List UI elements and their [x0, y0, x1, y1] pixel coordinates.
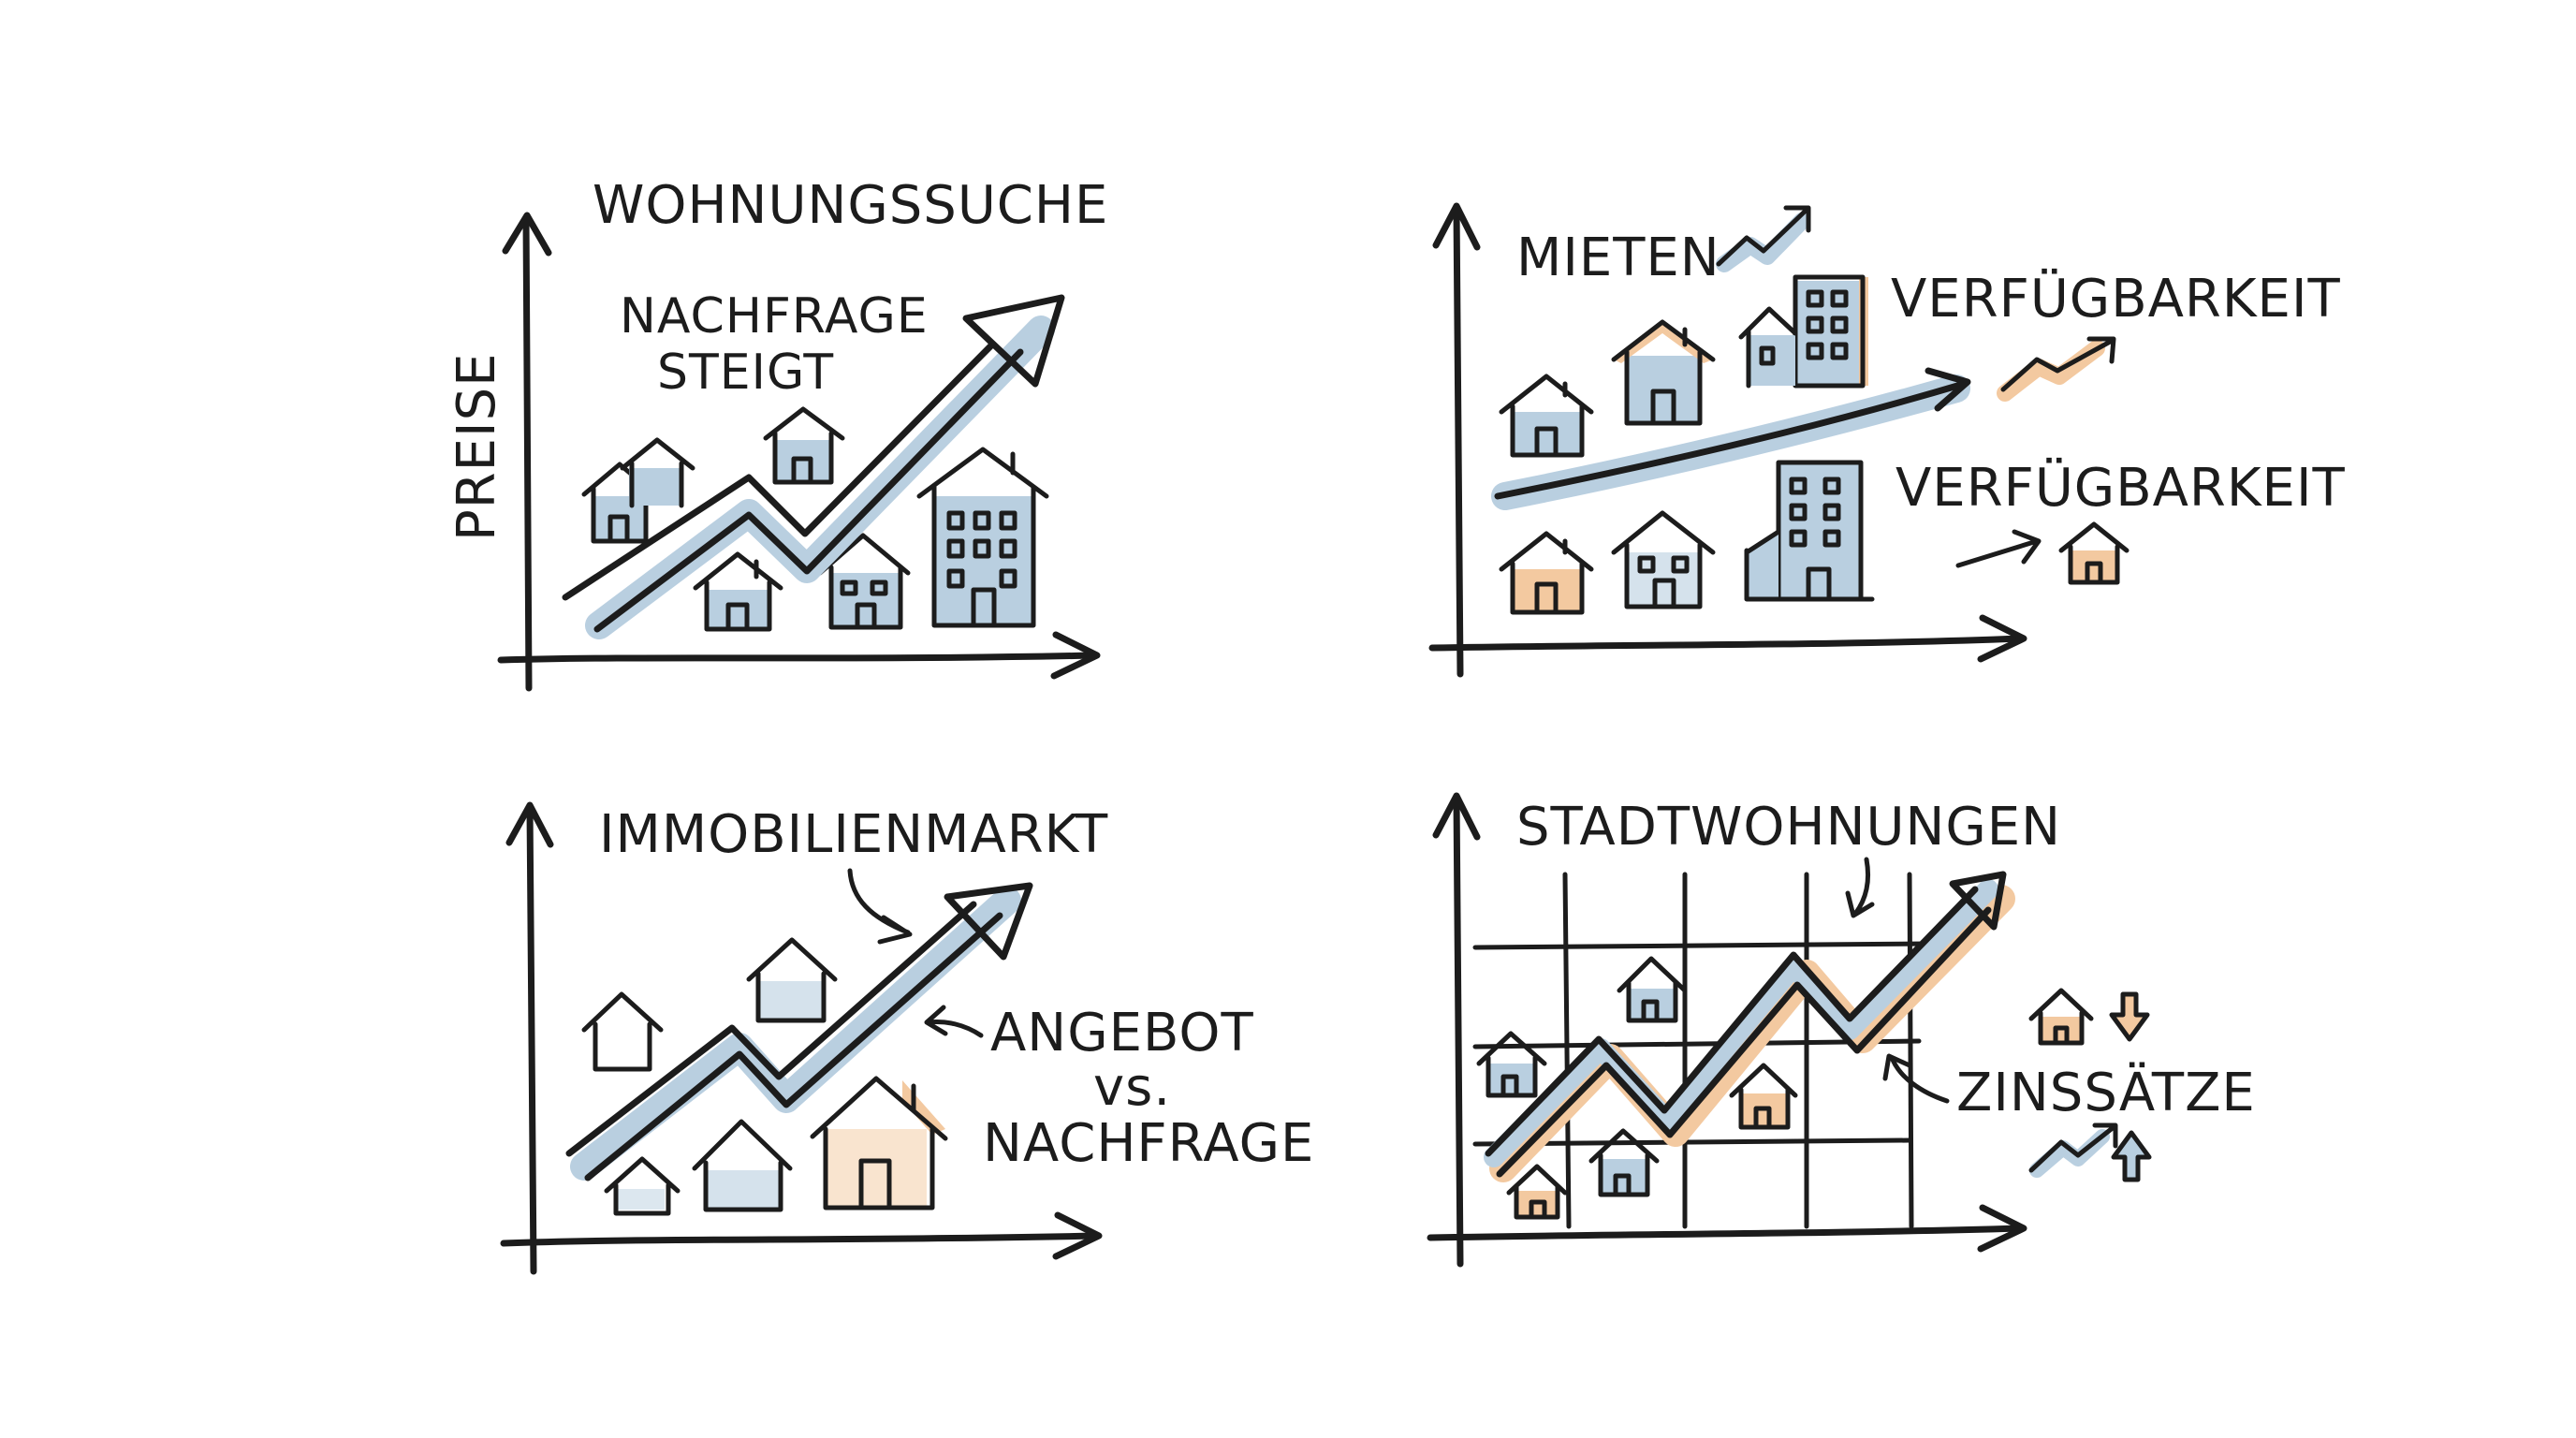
- trend-line: [1496, 906, 1992, 1178]
- house-icon: [1506, 1164, 1568, 1220]
- y-axis-arrowhead: [505, 801, 554, 848]
- house-icon: [817, 533, 911, 630]
- y-axis-label: PREISE: [446, 352, 507, 541]
- house-icon: [1476, 1031, 1547, 1098]
- house-icon: [810, 1076, 948, 1211]
- trend-line: [593, 348, 1024, 633]
- apartment-building-icon: [1738, 274, 1868, 389]
- x-axis-arrowhead: [1977, 614, 2027, 663]
- label-verfuegbarkeit-top: VERFÜGBARKEIT: [1891, 269, 2341, 330]
- small-arrow: [1955, 529, 2042, 568]
- x-axis: [500, 1232, 1101, 1247]
- trend-line: [562, 341, 996, 601]
- curved-pointer-arrow: [847, 868, 913, 945]
- trend-line: [1485, 886, 1979, 1157]
- trend-up-icon: [2028, 1123, 2118, 1178]
- trend-line: [584, 912, 1003, 1181]
- panel-stadtwohnungen: STADTWOHNUNGEN ZINSSÄTZE: [1427, 792, 2256, 1268]
- house-icon: [746, 937, 838, 1023]
- trend-shadow: [570, 887, 1021, 1181]
- house-icon: [1617, 956, 1688, 1023]
- verfuegbarkeit-trend-shadow: [1997, 340, 2105, 402]
- label-nachfrage: NACHFRAGE: [620, 288, 929, 345]
- house-icon: [581, 991, 664, 1072]
- house-icon: [692, 1119, 793, 1212]
- house-icon: [1499, 374, 1594, 458]
- curved-pointer-arrow: [1845, 857, 1875, 918]
- house-icon: [693, 551, 783, 632]
- trend-arrowhead: [1925, 367, 1971, 412]
- x-axis-arrowhead: [1050, 631, 1101, 680]
- house-icon: [2028, 988, 2094, 1046]
- x-axis: [497, 652, 1099, 664]
- label-mieten: MIETEN: [1516, 227, 1720, 288]
- grid-lines: [1472, 872, 1931, 1229]
- house-icon: [1588, 1128, 1660, 1197]
- arrow-up-icon: [2111, 1130, 2152, 1182]
- mieten-trend-arrow: [1716, 205, 1811, 267]
- x-axis-arrowhead: [1977, 1204, 2027, 1253]
- label-angebot: ANGEBOT: [990, 1003, 1254, 1064]
- y-axis: [522, 213, 533, 692]
- panel-title: STADTWOHNUNGEN: [1516, 797, 2061, 858]
- house-icon: [1499, 531, 1594, 615]
- panel-immobilienmarkt: IMMOBILIENMARKT ANGEBOT vs. NACHFRAGE: [500, 801, 1314, 1275]
- mieten-trend-shadow: [1716, 213, 1810, 272]
- verfuegbarkeit-trend-arrow: [2000, 336, 2116, 392]
- label-vs: vs.: [1093, 1057, 1171, 1118]
- y-axis: [1453, 204, 1464, 678]
- arrow-down-icon: [2109, 991, 2150, 1042]
- apartment-building-icon: [1744, 460, 1875, 602]
- label-nachfrage: NACHFRAGE: [983, 1113, 1314, 1174]
- trend-line: [1494, 380, 1968, 500]
- trend-arrowhead: [962, 294, 1065, 388]
- panel-title: WOHNUNGSSUCHE: [593, 175, 1108, 236]
- y-axis-arrowhead: [1432, 792, 1481, 841]
- curved-pointer-arrow: [924, 1005, 984, 1038]
- x-axis: [1428, 635, 2026, 652]
- curved-pointer-arrow: [1882, 1053, 1950, 1104]
- house-icon: [604, 1156, 681, 1216]
- y-axis: [526, 803, 537, 1275]
- y-axis: [1453, 794, 1464, 1268]
- trend-line: [565, 901, 977, 1157]
- x-axis-arrowhead: [1052, 1211, 1103, 1260]
- label-steigt: STEIGT: [657, 345, 834, 401]
- trend-shadow: [1484, 879, 1998, 1167]
- panel-mieten: MIETEN VERFÜGBARKEIT VERFÜGBARKEIT: [1428, 202, 2346, 678]
- house-icon: [763, 406, 845, 485]
- house-icon: [1729, 1063, 1798, 1130]
- trend-arrowhead: [1949, 871, 2007, 931]
- house-icon: [1611, 319, 1716, 426]
- trend-arrowhead: [944, 882, 1033, 961]
- x-axis: [1427, 1225, 2026, 1241]
- label-zinssaetze: ZINSSÄTZE: [1956, 1063, 2256, 1123]
- y-axis-arrowhead: [1432, 202, 1481, 251]
- house-icon: [1611, 510, 1716, 609]
- y-axis-arrowhead: [502, 212, 552, 257]
- apartment-building-icon: [916, 447, 1049, 628]
- house-icon: [620, 437, 695, 508]
- house-icon: [2058, 521, 2130, 585]
- panel-title: IMMOBILIENMARKT: [599, 804, 1108, 865]
- panel-wohnungssuche: WOHNUNGSSUCHE PREISE NACHFRAGE STEIGT: [446, 175, 1108, 692]
- label-verfuegbarkeit-bottom: VERFÜGBARKEIT: [1895, 458, 2346, 519]
